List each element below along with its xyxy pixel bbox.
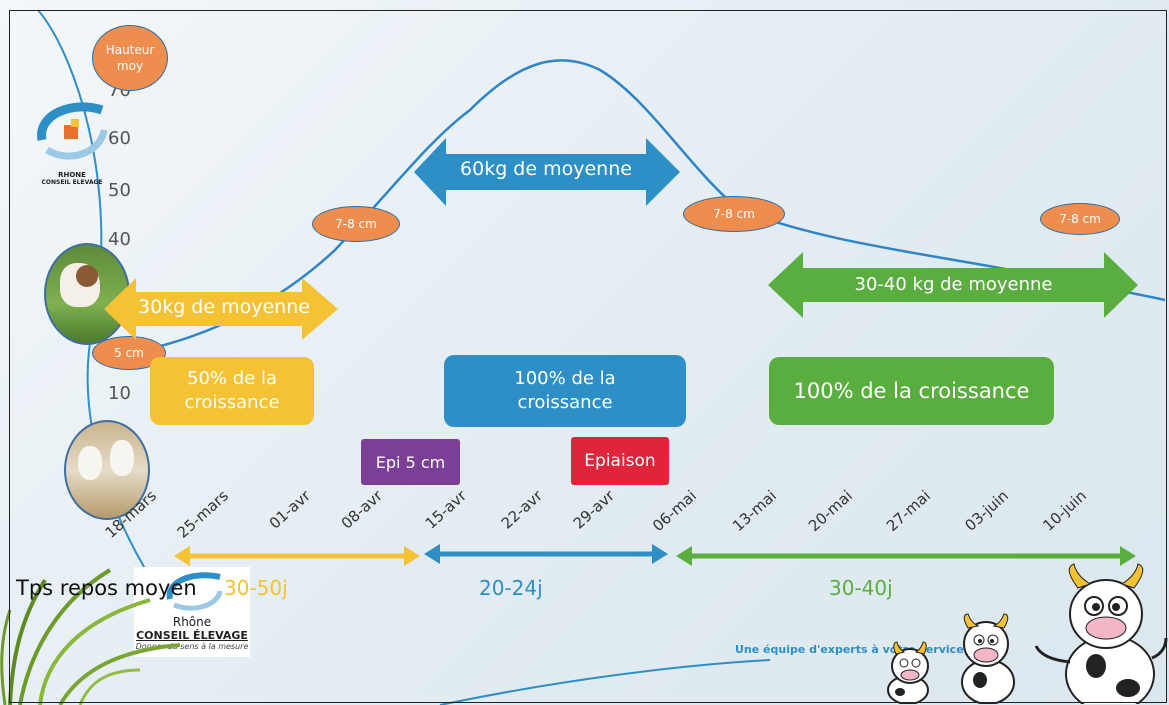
growth-box-50: 50% de la croissance [150,357,314,425]
growth-box-100-green: 100% de la croissance [769,357,1054,425]
logo-bottom-line1: Rhône [172,615,212,629]
logo-bottom-swirl-icon [166,572,223,611]
logo-top-line1: RHONE [58,171,86,179]
y-tick-10: 10 [108,383,131,404]
goats-photo [64,420,150,520]
cow-photo [44,243,130,345]
logo-swirl-icon [37,102,108,160]
y-tick-50: 50 [108,180,131,201]
height-marker-1: 7-8 cm [312,206,400,242]
y-tick-40: 40 [108,229,131,250]
arrow-30kg-label: 30kg de moyenne [138,296,310,318]
logo-bottom: Rhône CONSEIL ÉLEVAGE Donner du sens à l… [134,567,250,657]
height-marker-3: 7-8 cm [1040,203,1120,235]
cow-mascot-medium [961,613,1015,704]
arrow-60kg [414,138,680,206]
rest-label: Tps repos moyen [16,576,197,600]
arrow-30kg [104,278,338,340]
logo-bottom-tagline: Donner du sens à la mesure [135,642,249,651]
growth-box-100-blue: 100% de la croissance [444,355,686,427]
stage-epiaison: Epiaison [571,437,669,485]
arrow-60kg-label: 60kg de moyenne [460,158,632,180]
logo-top-line2: CONSEIL ELEVAGE [41,179,103,186]
logo-bottom-line2: CONSEIL ÉLEVAGE [136,629,248,642]
grass-decoration [0,568,181,705]
rest-duration-blue: 20-24j [479,576,543,600]
rest-duration-green: 30-40j [829,576,893,600]
cow-mascot-small [887,641,929,704]
cow-mascot-large [1034,563,1168,704]
bottom-swoosh [439,659,771,705]
cow-mascots [887,563,1168,704]
y-tick-60: 60 [108,128,131,149]
rest-duration-yellow: 30-50j [224,576,288,600]
growth-curve [99,59,1166,359]
arrow-30-40kg [768,252,1138,318]
height-marker-2: 7-8 cm [683,196,785,232]
logo-top: RHONE CONSEIL ELEVAGE [32,95,112,186]
height-bubble: Hauteur moy [92,25,168,91]
stage-epi-5cm: Epi 5 cm [361,439,460,485]
arrow-30-40kg-label: 30-40 kg de moyenne [854,274,1053,295]
